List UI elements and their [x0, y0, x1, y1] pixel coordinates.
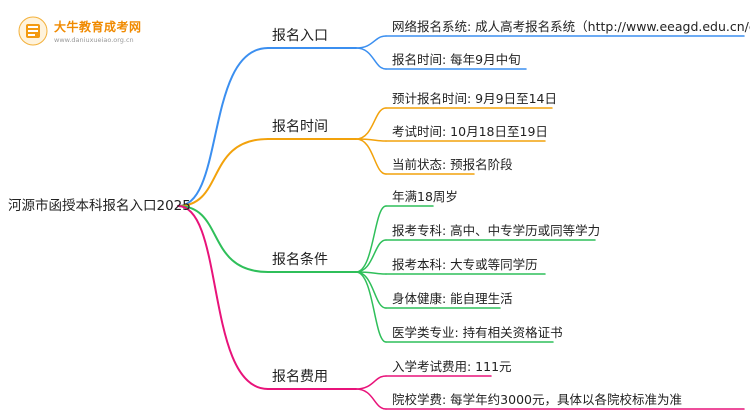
leaf-connector	[355, 271, 387, 309]
leaf-label: 预计报名时间: 9月9日至14日	[392, 91, 557, 106]
leaf-label: 网络报名系统: 成人高考报名系统（http://www.eeagd.edu.cn…	[392, 19, 750, 34]
logo-title: 大牛教育成考网	[54, 20, 142, 34]
leaf-label: 身体健康: 能自理生活	[392, 291, 513, 306]
branch-label: 报名费用	[272, 369, 328, 385]
leaf-label: 报考本科: 大专或等同学历	[392, 257, 538, 272]
leaf-label: 医学类专业: 持有相关资格证书	[392, 325, 563, 340]
logo-url: www.daniuxueiao.org.cn	[54, 36, 134, 44]
branch-connector	[177, 205, 269, 273]
leaf-label: 报考专科: 高中、中专学历或同等学力	[392, 223, 601, 238]
leaf-label: 院校学费: 每学年约3000元，具体以各院校标准为准	[392, 392, 682, 407]
leaf-label: 当前状态: 预报名阶段	[392, 157, 513, 172]
leaf-label: 入学考试费用: 111元	[392, 359, 512, 374]
branch-connector	[177, 138, 269, 207]
leaf-connector	[355, 375, 387, 390]
leaf-connector	[355, 47, 387, 70]
branch-connector	[177, 205, 269, 390]
leaf-connector	[355, 239, 387, 273]
site-logo[interactable]: 大牛教育成考网 www.daniuxueiao.org.cn	[14, 14, 141, 50]
leaf-label: 报名时间: 每年9月中旬	[392, 52, 521, 67]
leaf-label: 考试时间: 10月18日至19日	[392, 124, 548, 139]
mindmap-root: 河源市函授本科报名入口2025	[8, 198, 191, 214]
leaf-connector	[355, 388, 387, 410]
leaf-label: 年满18周岁	[392, 189, 458, 204]
branch-connector	[177, 47, 269, 207]
leaf-connector	[355, 107, 387, 140]
book-logo-icon	[18, 16, 48, 46]
leaf-connector	[355, 205, 387, 273]
branch-label: 报名时间	[272, 119, 328, 135]
leaf-connector	[355, 35, 387, 49]
branch-label: 报名条件	[272, 252, 328, 268]
leaf-connector	[355, 138, 387, 175]
branch-label: 报名入口	[272, 28, 328, 44]
leaf-connector	[355, 271, 387, 343]
